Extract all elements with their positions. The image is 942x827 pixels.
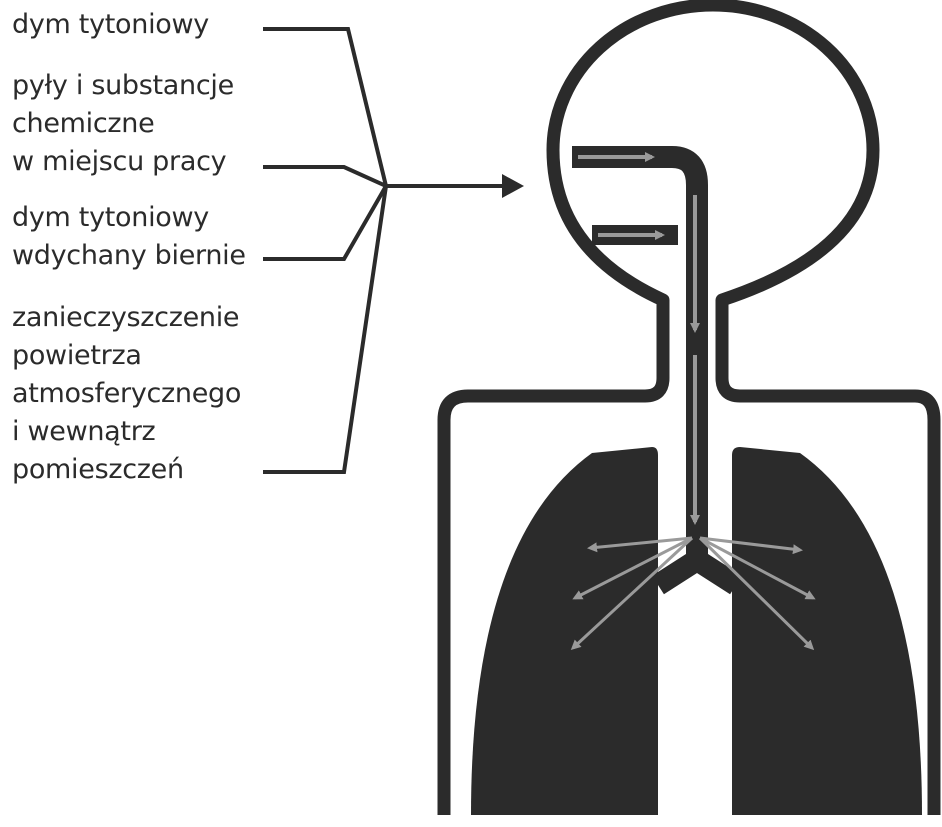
bronchi-fork bbox=[686, 532, 708, 560]
connector-passive-smoke bbox=[263, 186, 386, 259]
connector-lines bbox=[263, 29, 505, 472]
left-lung bbox=[471, 447, 658, 815]
connector-workplace-dust bbox=[263, 167, 386, 186]
arrow-into-head-icon bbox=[502, 174, 524, 198]
connector-tobacco-smoke bbox=[263, 29, 386, 186]
right-lung bbox=[732, 447, 922, 815]
connector-air-pollution bbox=[263, 186, 386, 472]
